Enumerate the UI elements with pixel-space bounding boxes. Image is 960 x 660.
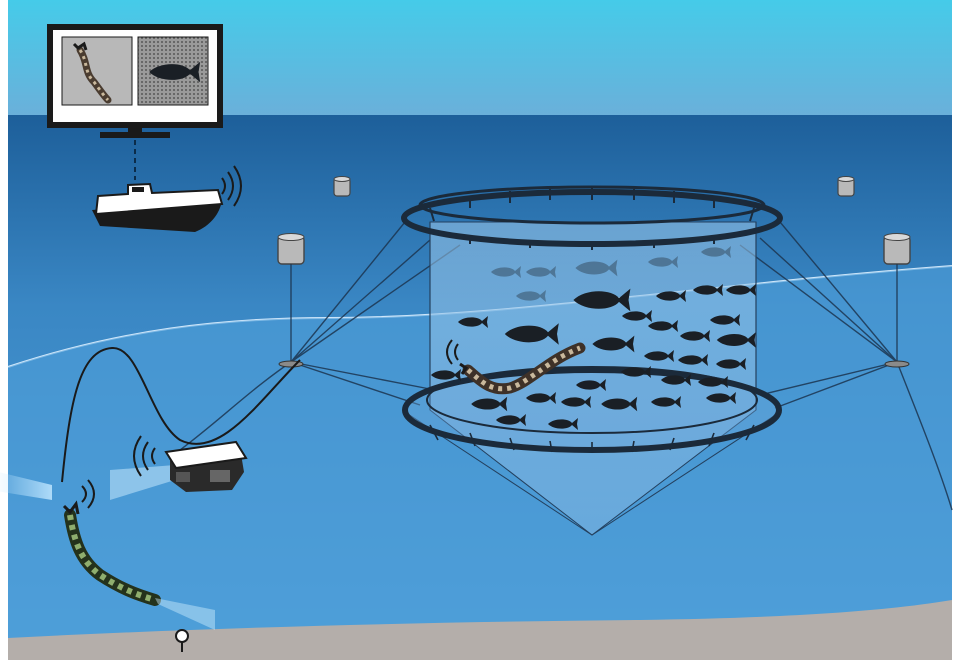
rov-icon xyxy=(0,440,248,500)
wireless-signal-icon xyxy=(221,165,242,207)
mooring-lines xyxy=(179,221,953,511)
snake-robot-icon xyxy=(459,342,586,395)
wireless-signal-icon xyxy=(446,339,459,365)
wireless-signal-icon xyxy=(81,479,95,509)
monitor-icon xyxy=(47,24,223,138)
fish-pen-icon xyxy=(401,185,783,536)
wireless-signal-icon xyxy=(133,435,156,477)
anchor-plate xyxy=(884,360,910,368)
buoy-icon xyxy=(883,233,911,265)
buoy-icon xyxy=(837,176,855,197)
buoy-icon xyxy=(333,176,351,197)
buoy-icon xyxy=(277,233,305,265)
tether-cable xyxy=(61,346,301,483)
snake-robot-icon xyxy=(62,500,215,630)
snake-robot-icon xyxy=(72,41,112,104)
seabed xyxy=(8,600,952,660)
docking-station-icon xyxy=(175,629,189,652)
surface-vessel-icon xyxy=(92,182,224,232)
